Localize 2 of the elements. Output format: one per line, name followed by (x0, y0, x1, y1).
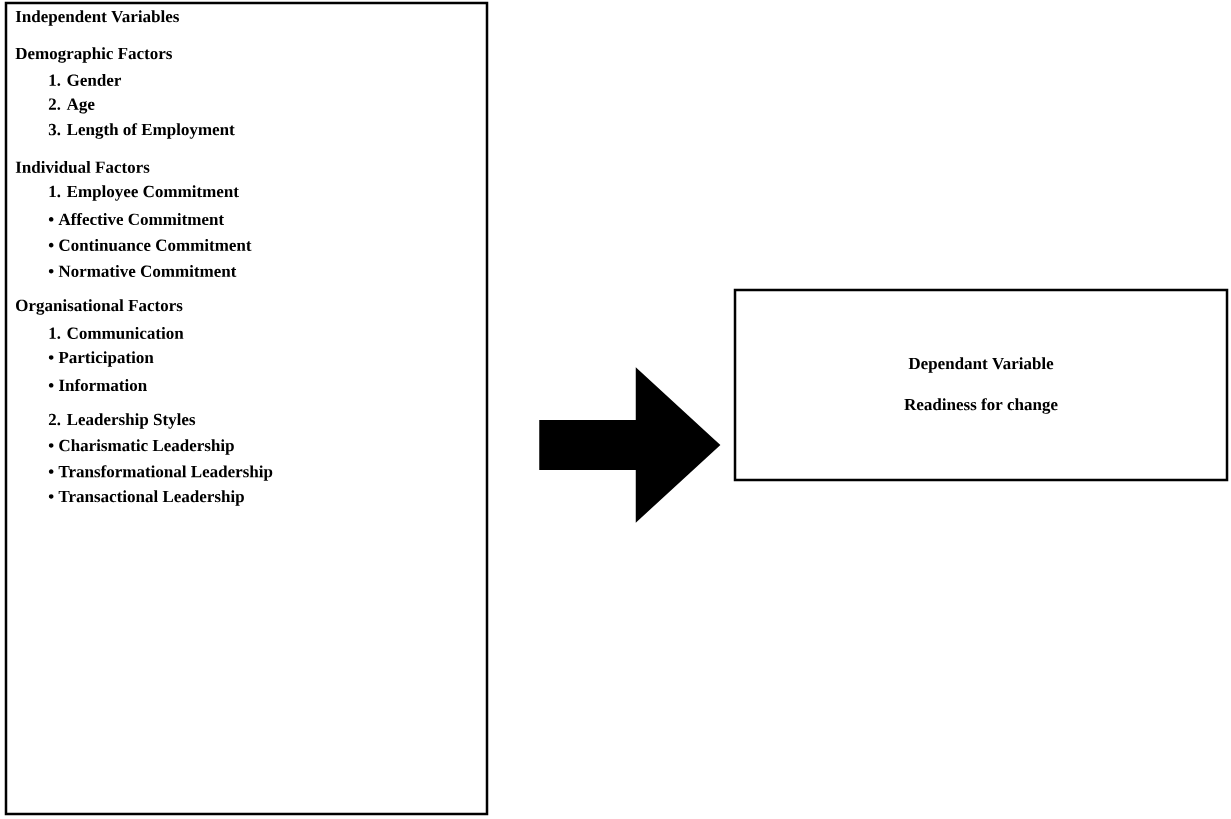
text-box: Independent Variables Demographic Factors 1. Gender 2. Age 3. Length of Employment Individual Factors 1. Employee Commitment • Affective Commitment • Continuance Commitment • Normative Commitment Organisational Factors 1. Communication • Participation • Information 2. Leadership Styles • Charismatic Leadership • Transformational Leadership • Transactional Leadership (4, 1, 489, 816)
text-box: Dependant Variable Readiness for change (733, 288, 1229, 482)
